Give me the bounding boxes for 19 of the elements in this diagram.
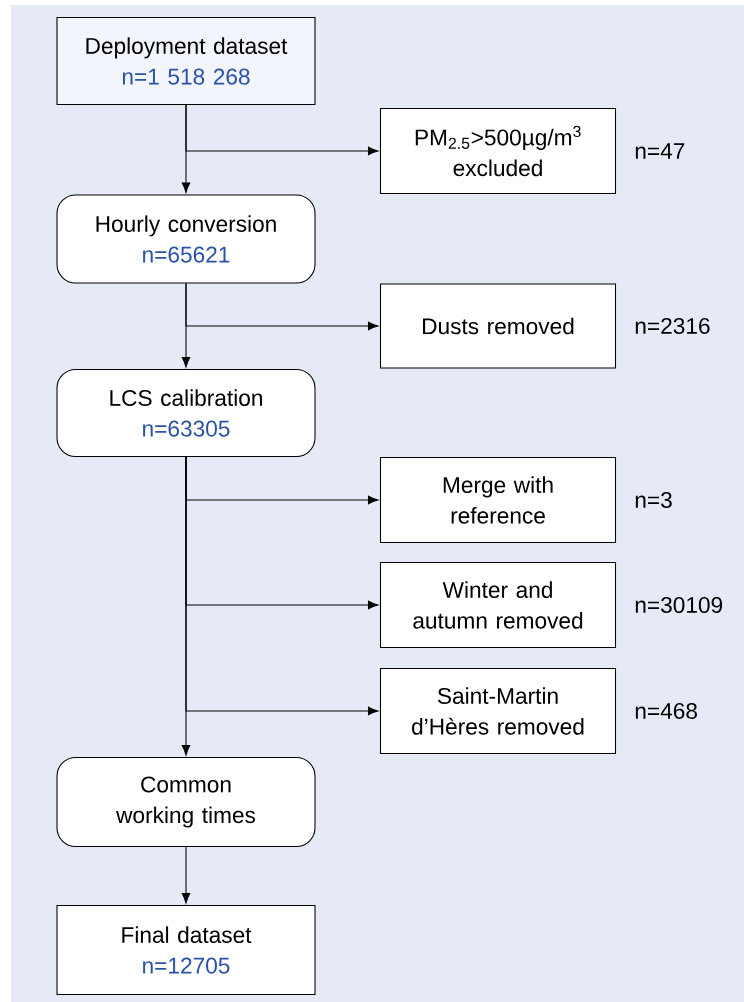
process-box: Dusts removed [379, 283, 617, 369]
process-box: Merge with reference [379, 456, 617, 544]
arrow [181, 846, 191, 904]
process-box: Final dataset n=12705 [56, 904, 316, 996]
rounded-process-box: LCS calibration n=63305 [56, 368, 316, 458]
count-label: n=47 [635, 143, 685, 159]
process-box: Winter and autumn removed [379, 561, 617, 649]
rounded-process-box: Common working times [56, 756, 316, 848]
arrow [185, 104, 379, 156]
rounded-process-box: Hourly conversion n=65621 [56, 194, 316, 284]
process-box: Saint-Martin d’Hères removed [379, 667, 617, 755]
arrow [185, 283, 379, 331]
process-box: Deployment dataset n=1 518 268 [56, 16, 316, 106]
process-box: PM$_{2.5}$>500µg/m$^{3}$ excluded [379, 107, 617, 195]
count-label: n=2316 [635, 318, 710, 335]
arrow [185, 456, 379, 716]
count-label: n=3 [635, 492, 672, 509]
count-label: n=30109 [635, 597, 723, 614]
count-label: n=468 [635, 703, 697, 720]
